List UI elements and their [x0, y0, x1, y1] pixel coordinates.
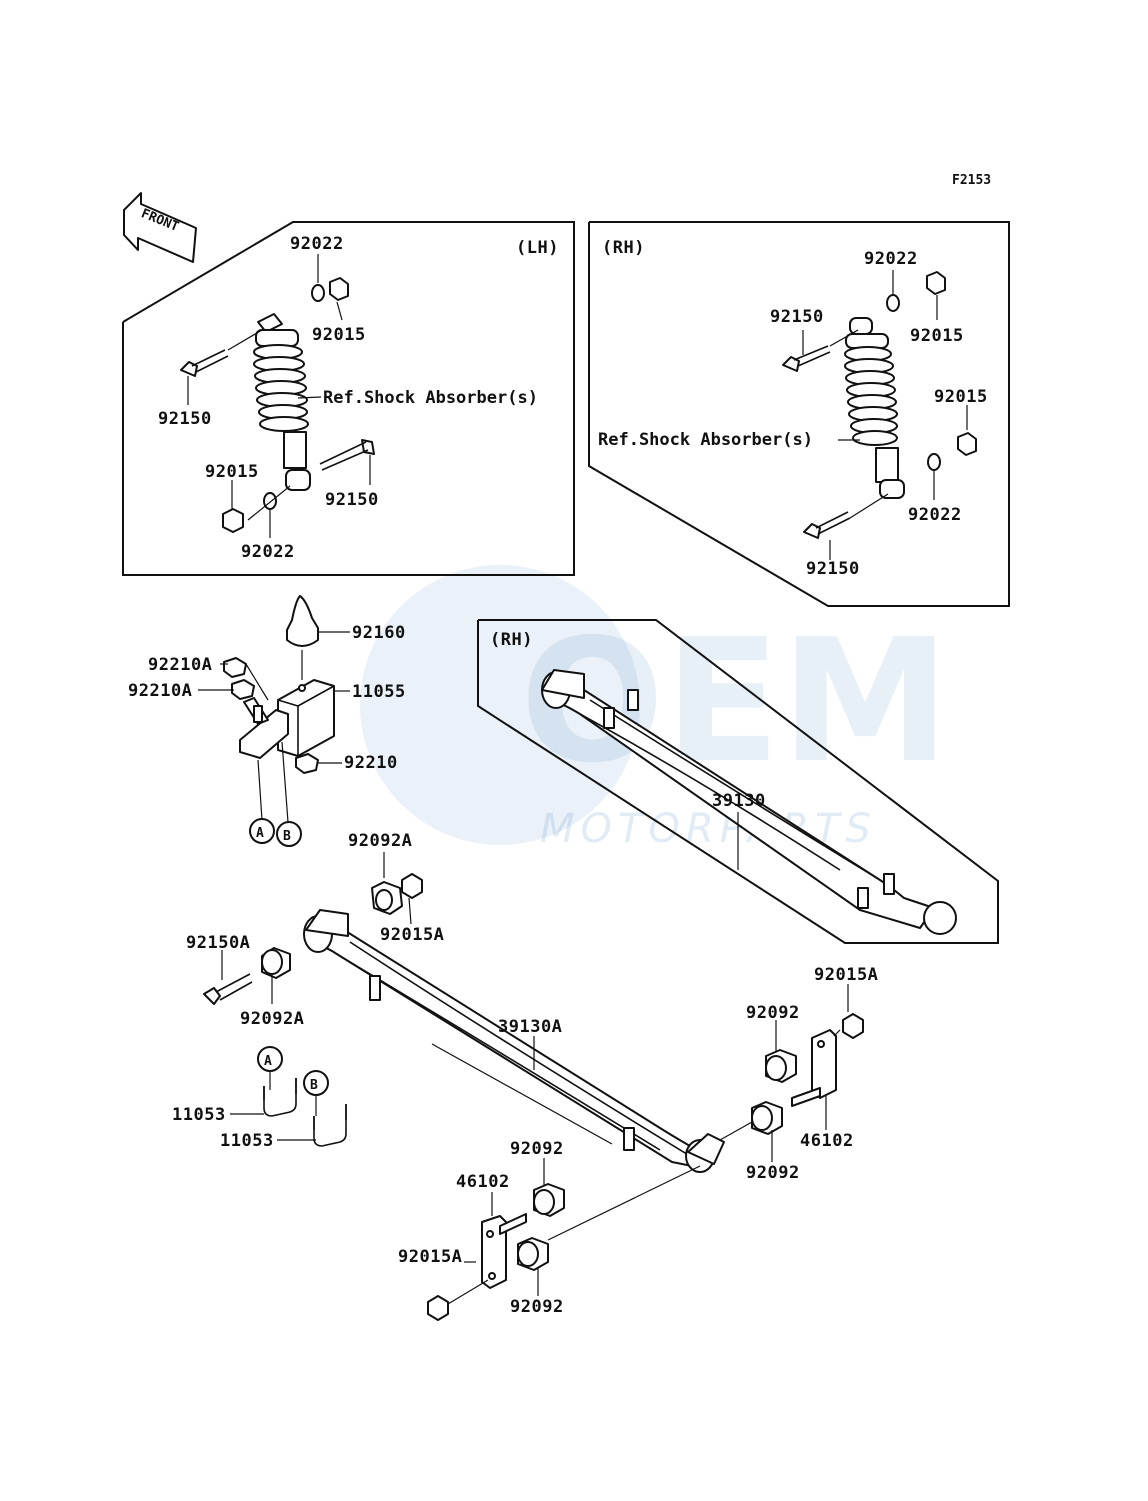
bushing-92092A-bottom-icon [261, 947, 291, 979]
leaf-spring-39130A-assembly: 39130A 92092A 92015A 92150A 92092A [172, 831, 878, 1321]
part-number: 92210 [344, 753, 398, 773]
part-number: 92092 [746, 1003, 800, 1023]
part-number: 92150 [806, 559, 860, 579]
part-number: 39130A [498, 1017, 562, 1037]
part-number: 92092 [746, 1163, 800, 1183]
watermark: OEM MOTORPARTS [360, 565, 950, 852]
bracket-11055-icon [277, 679, 335, 757]
rh-leaf-spring-panel: (RH) 39130 [477, 619, 999, 944]
bushing-92092-right-top-icon [765, 1049, 797, 1083]
rh-bolt-top-icon [782, 345, 831, 372]
part-number: 92015 [312, 325, 366, 345]
nut-92015A-left-icon [427, 1295, 449, 1321]
part-number: 92150A [186, 933, 250, 953]
callout-b-bolt: B [303, 1070, 329, 1096]
lh-bolt-bottom-icon [319, 439, 375, 471]
part-number: 92092A [348, 831, 412, 851]
part-number: 92022 [241, 542, 295, 562]
rh-shock-absorber [844, 317, 905, 499]
rh-washer-bottom-icon [927, 453, 941, 471]
leaf-spring-39130A-icon [303, 909, 725, 1173]
lh-nut-bottom-icon [222, 508, 244, 533]
part-number: 92022 [908, 505, 962, 525]
part-number: 92015 [205, 462, 259, 482]
rh-spring-panel-label: (RH) [490, 630, 533, 650]
front-arrow-icon: FRONT [123, 192, 197, 263]
rh-panel-label: (RH) [602, 238, 645, 258]
part-number: 11055 [352, 682, 406, 702]
rh-bolt-bottom-icon [803, 511, 851, 539]
part-number: 92022 [864, 249, 918, 269]
figure-code: F2153 [952, 173, 991, 188]
part-number: 92150 [770, 307, 824, 327]
nut-92210-icon [295, 753, 319, 774]
part-number: 92150 [325, 490, 379, 510]
rh-nut-top-icon [926, 271, 946, 295]
bump-stop-bracket-assembly: 92160 92210A 92210A 11055 92210 A B [128, 595, 406, 847]
rh-washer-top-icon [886, 294, 900, 312]
part-number: 92015A [814, 965, 878, 985]
callout-b: B [276, 821, 302, 847]
rh-nut-mid-icon [957, 432, 977, 456]
lh-washer-top-icon [311, 284, 325, 302]
callout-b-label: B [283, 829, 291, 844]
part-number: 46102 [800, 1131, 854, 1151]
part-number: 92210A [148, 655, 212, 675]
bolt-92150A-icon [203, 973, 253, 1005]
lh-panel-label: (LH) [516, 238, 559, 258]
nut-92210A-1-icon [223, 657, 247, 678]
part-number: 92092A [240, 1009, 304, 1029]
lh-shock-absorber [253, 313, 311, 491]
lh-reference-label: Ref.Shock Absorber(s) [323, 388, 538, 408]
bushing-92092-center-top-icon [533, 1183, 565, 1217]
rh-reference-label: Ref.Shock Absorber(s) [598, 430, 813, 450]
callout-a-label: A [256, 826, 264, 841]
part-number: 92015A [380, 925, 444, 945]
part-number: 11053 [172, 1105, 226, 1125]
part-number: 92022 [290, 234, 344, 254]
callout-a-bolt: A [257, 1046, 283, 1072]
callout-a: A [249, 818, 275, 844]
u-bolt-11053-a-icon [263, 1078, 297, 1117]
lh-shock-panel: (LH) [122, 221, 575, 576]
lh-bolt-top-icon [180, 349, 229, 377]
part-number: 92160 [352, 623, 406, 643]
part-number: 11053 [220, 1131, 274, 1151]
part-number: 92210A [128, 681, 192, 701]
rh-shock-panel: (RH) [588, 221, 1010, 607]
callout-a-bolt-label: A [264, 1054, 272, 1069]
shackle-46102-right-icon [791, 1029, 837, 1107]
callout-b-bolt-label: B [310, 1078, 318, 1093]
part-number: 92015 [934, 387, 988, 407]
part-number: 46102 [456, 1172, 510, 1192]
nut-92015A-right-icon [842, 1013, 864, 1039]
lh-washer-bottom-icon [263, 492, 277, 510]
part-number: 92015A [398, 1247, 462, 1267]
lh-nut-top-icon [329, 277, 349, 301]
bracket-a-icon [239, 697, 289, 759]
bushing-92092A-top-icon [371, 881, 403, 915]
part-number: 92092 [510, 1139, 564, 1159]
part-number: 92150 [158, 409, 212, 429]
shackle-46102-left-icon [481, 1213, 527, 1289]
u-bolt-11053-b-icon [313, 1104, 347, 1147]
part-number: 92015 [910, 326, 964, 346]
part-number: 39130 [712, 791, 766, 811]
nut-92015A-top-icon [401, 873, 423, 899]
bushing-92092-right-bottom-icon [751, 1101, 783, 1135]
nut-92210A-2-icon [231, 679, 255, 700]
bump-stop-icon [286, 595, 319, 680]
leaf-spring-39130-icon [541, 669, 957, 935]
bushing-92092-center-bottom-icon [517, 1237, 549, 1271]
part-number: 92092 [510, 1297, 564, 1317]
